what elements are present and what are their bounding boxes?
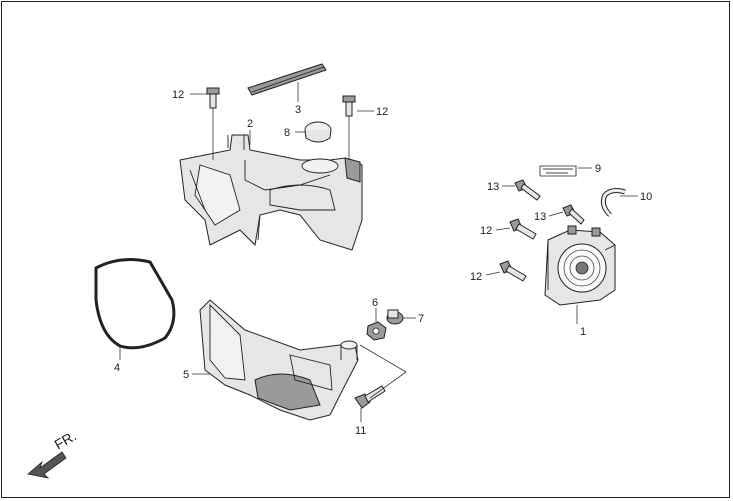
part-strip <box>247 63 327 96</box>
callout-7: 7 <box>418 313 424 325</box>
part-tube <box>600 188 626 217</box>
leader-lines <box>119 82 638 422</box>
callout-12-top-right: 12 <box>376 106 388 118</box>
part-grommet <box>304 121 332 143</box>
callout-9: 9 <box>595 163 601 175</box>
callout-1: 1 <box>580 326 586 338</box>
part-bolt-12-top-right <box>342 95 356 117</box>
callout-12-top-left: 12 <box>172 89 184 101</box>
callout-12-fan-lower: 12 <box>470 271 482 283</box>
callout-10: 10 <box>640 191 652 203</box>
callout-6: 6 <box>372 297 378 309</box>
part-bolt-13-lower <box>562 204 585 225</box>
part-bolt-12-fan-upper <box>509 218 537 240</box>
part-collar <box>386 309 404 325</box>
part-label-sticker <box>539 165 577 177</box>
part-bolt-12-top-left <box>206 87 220 109</box>
callout-5: 5 <box>183 369 189 381</box>
callout-2: 2 <box>247 118 253 130</box>
callout-13-upper: 13 <box>487 181 499 193</box>
callout-12-fan-upper: 12 <box>480 225 492 237</box>
callout-11: 11 <box>355 425 366 437</box>
front-label: FR. <box>52 427 80 452</box>
part-nut <box>366 321 387 341</box>
part-upper-case <box>179 134 363 251</box>
front-arrow-icon <box>27 451 67 479</box>
part-bolt-12-fan-lower <box>499 260 527 282</box>
part-gasket <box>94 258 176 350</box>
callout-3: 3 <box>295 104 301 116</box>
part-bolt-13-upper <box>514 179 541 201</box>
callout-8: 8 <box>284 127 290 139</box>
part-bolt-11 <box>354 385 386 409</box>
part-fan-unit <box>544 225 616 306</box>
callout-4: 4 <box>114 362 120 374</box>
part-lower-case <box>199 299 359 421</box>
callout-13-lower: 13 <box>534 211 546 223</box>
